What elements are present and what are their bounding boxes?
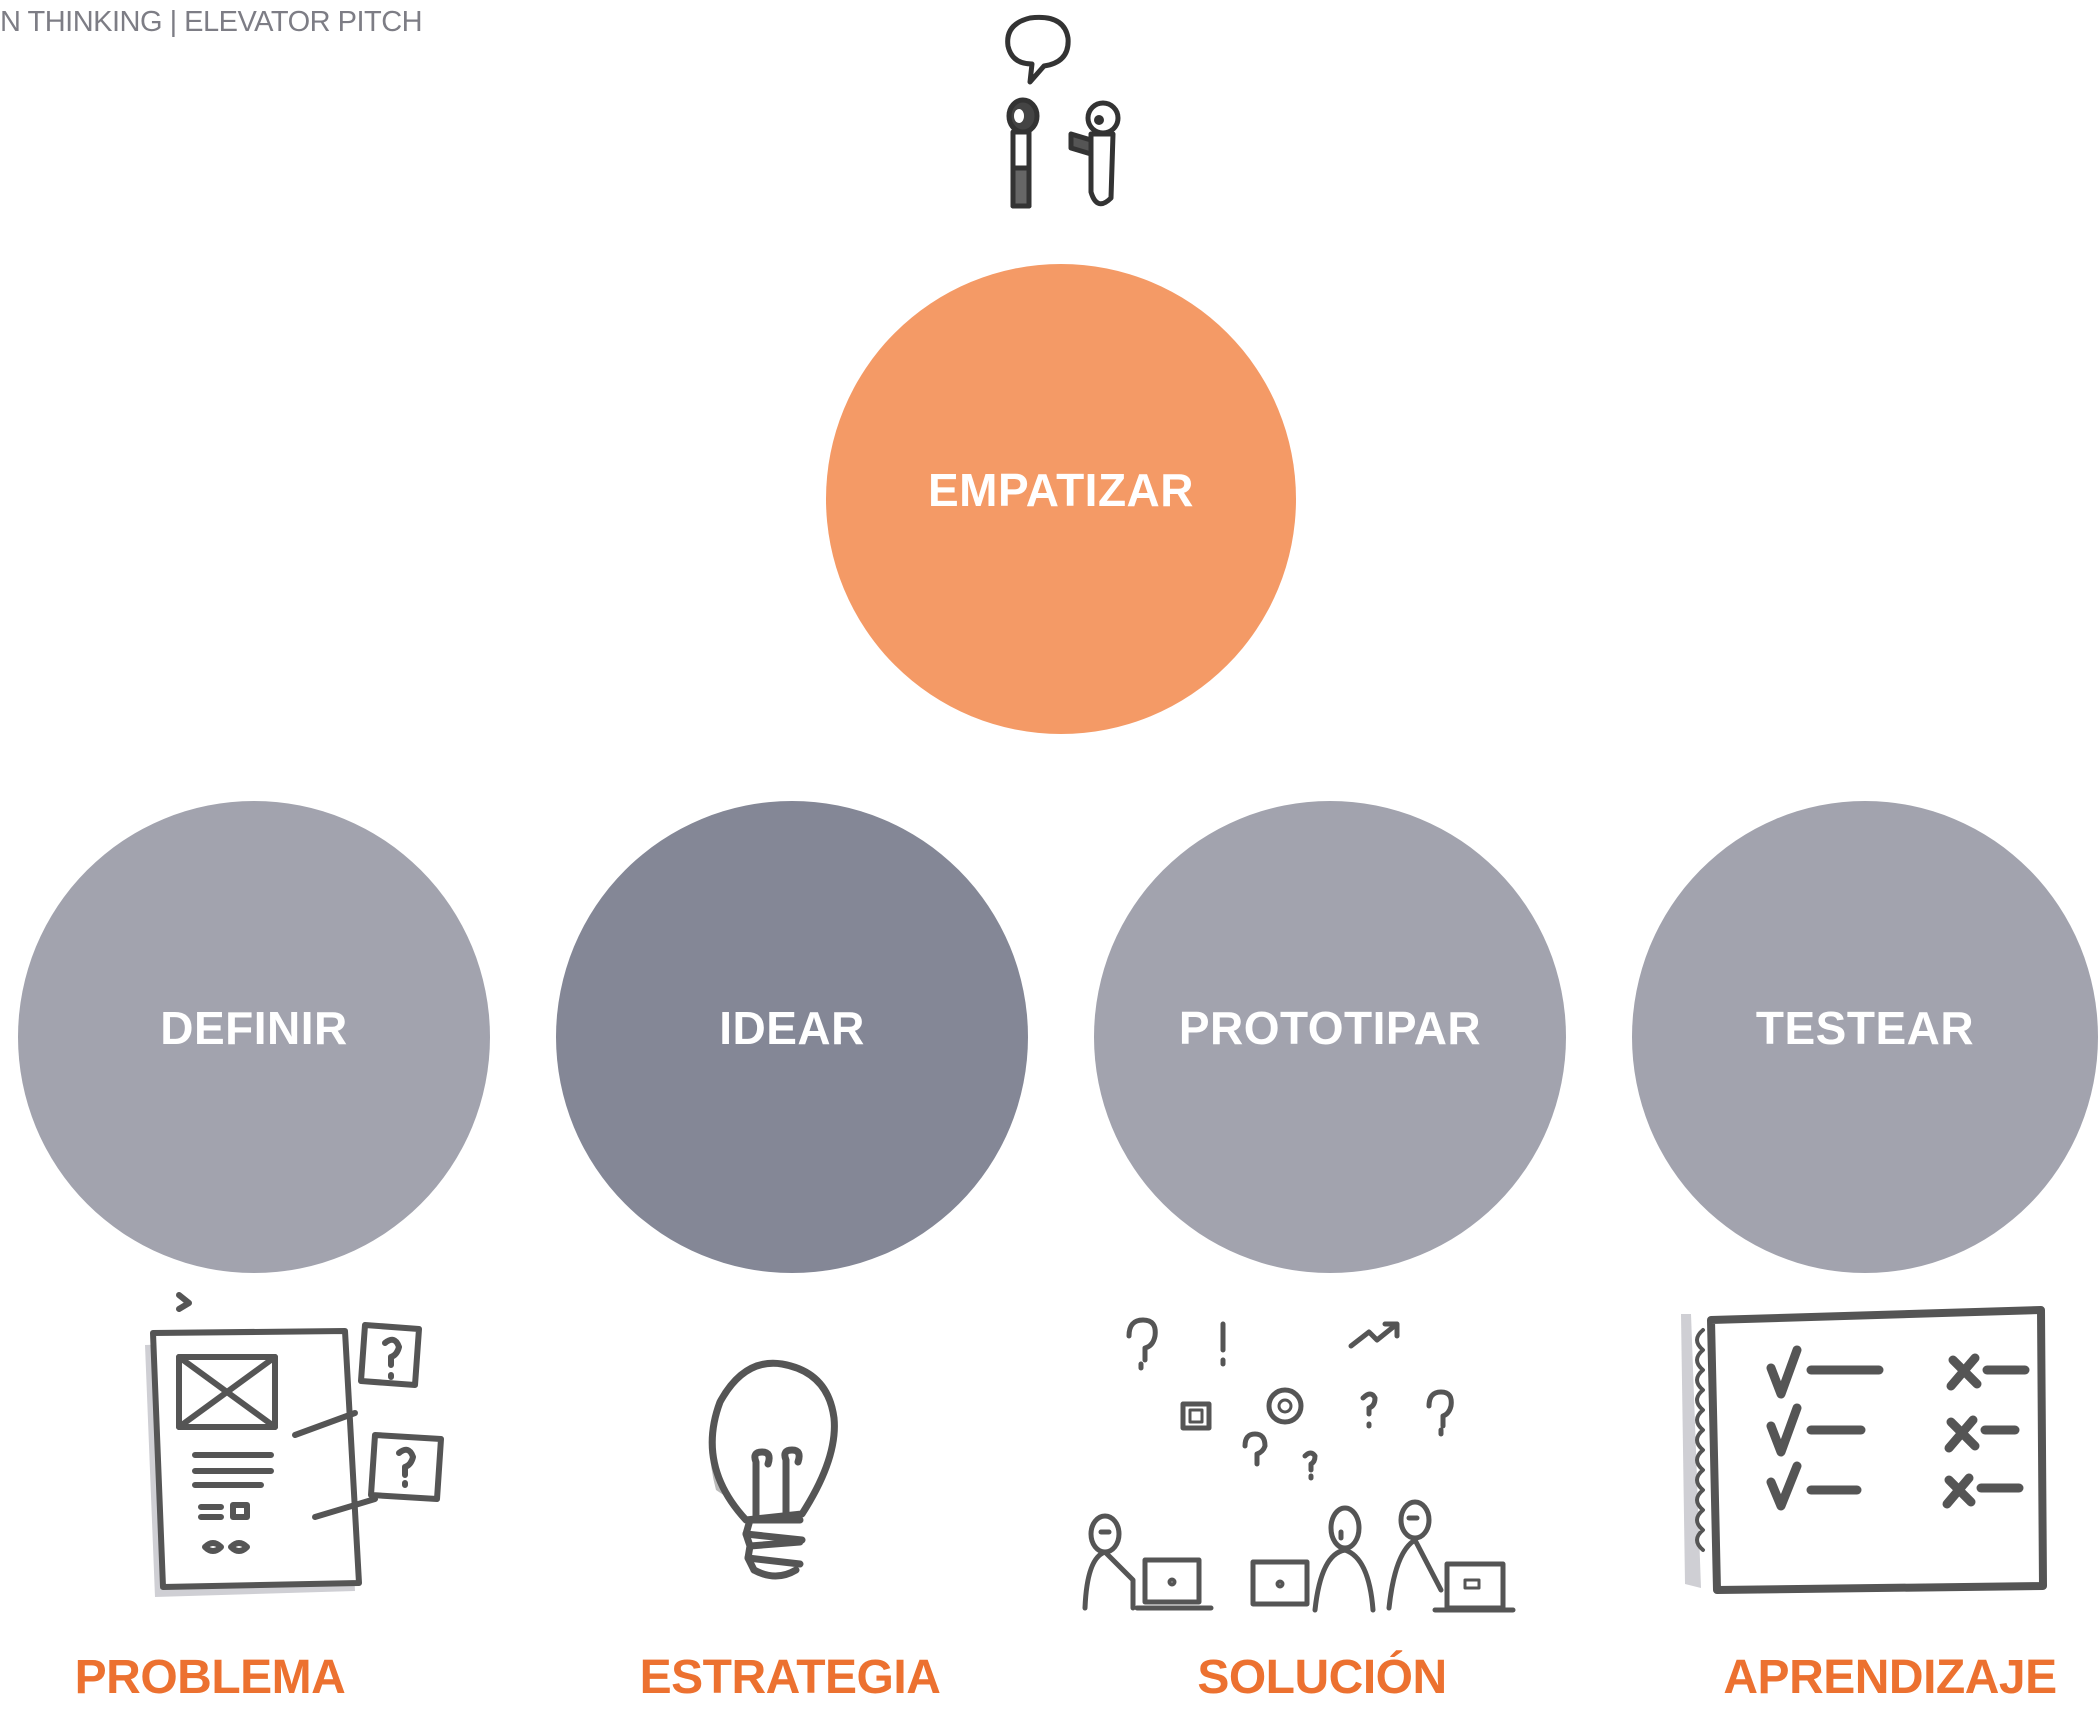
stage-label-testear: TESTEAR xyxy=(1755,1002,1975,1054)
wireframe-board-icon xyxy=(135,1285,465,1615)
team-at-laptops-icon xyxy=(1075,1310,1525,1630)
stage-label-definir: DEFINIR xyxy=(160,1002,348,1054)
outcome-label-estrategia: ESTRATEGIA xyxy=(639,1651,941,1704)
stage-label-empatizar: EMPATIZAR xyxy=(928,464,1194,516)
two-people-talking-icon xyxy=(975,8,1145,218)
outcome-label-problema: PROBLEMA xyxy=(74,1651,346,1704)
stage-circle-testear: TESTEAR xyxy=(1632,801,2098,1273)
stage-circle-empatizar: EMPATIZAR xyxy=(826,264,1296,734)
outcome-label-solucion: SOLUCIÓN xyxy=(1197,1651,1447,1704)
outcome-label-aprendizaje: APRENDIZAJE xyxy=(1723,1651,2057,1704)
stage-circle-idear: IDEAR xyxy=(556,801,1028,1273)
page-header: N THINKING | ELEVATOR PITCH xyxy=(0,6,423,38)
stage-label-prototipar: PROTOTIPAR xyxy=(1178,1002,1482,1054)
stage-circle-prototipar: PROTOTIPAR xyxy=(1094,801,1566,1273)
stage-label-idear: IDEAR xyxy=(719,1002,865,1054)
stage-circle-definir: DEFINIR xyxy=(18,801,490,1273)
lightbulb-icon xyxy=(690,1350,860,1590)
checklist-icon xyxy=(1675,1290,2075,1610)
